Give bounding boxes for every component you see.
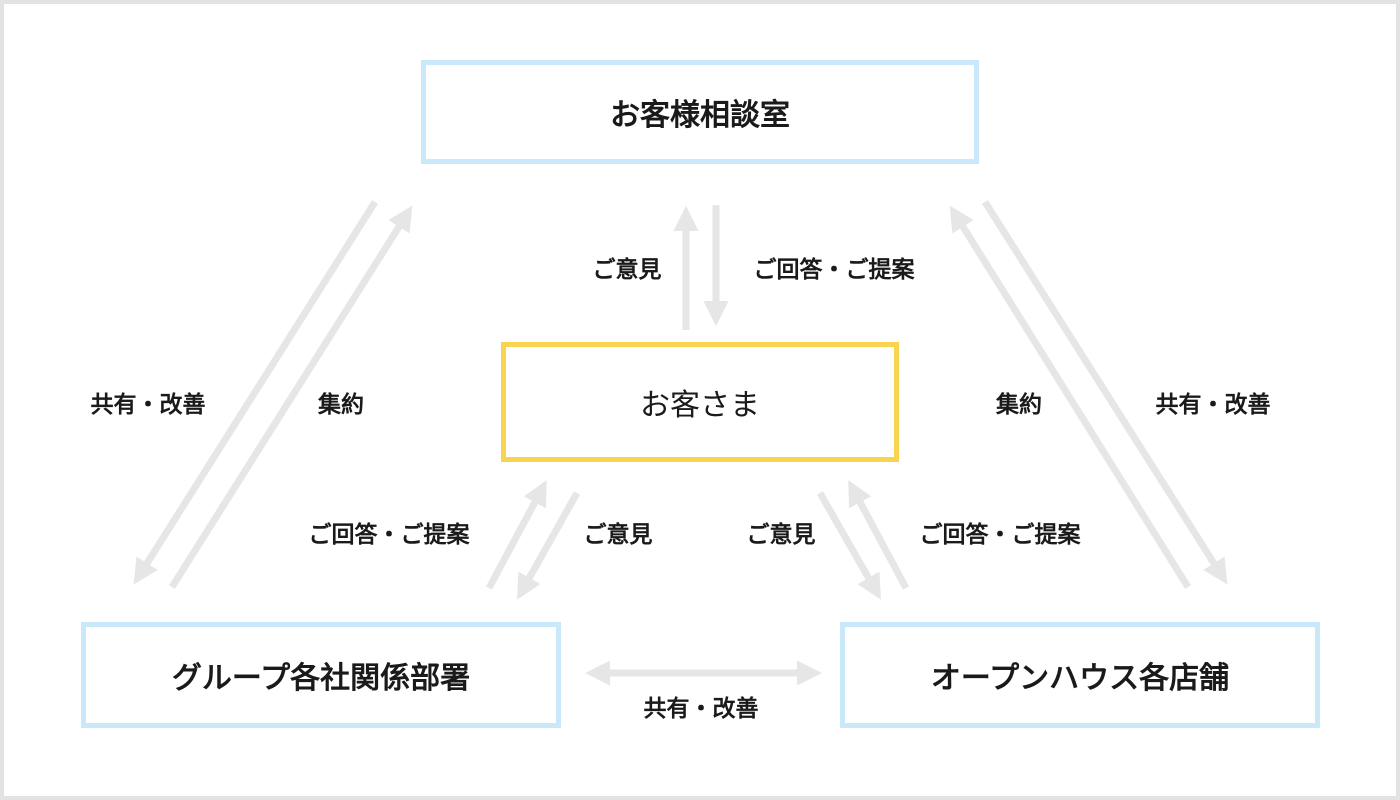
arrow-consultation-to-stores xyxy=(982,200,1228,585)
label-bottom-share: 共有・改善 xyxy=(643,696,759,722)
arrow-customer-to-group xyxy=(517,491,581,600)
arrow-stores-to-customer xyxy=(848,480,910,590)
node-customer-label: お客さま xyxy=(640,388,760,423)
label-bottom-right-opinion: ご意見 xyxy=(746,522,816,548)
node-customer: お客さま xyxy=(501,342,899,462)
arrow-customer-to-stores xyxy=(816,491,882,600)
node-consultation-room: お客様相談室 xyxy=(421,60,979,164)
label-bottom-right-answer: ご回答・ご提案 xyxy=(919,522,1081,548)
arrow-group-to-customer xyxy=(485,480,547,590)
label-bottom-left-answer: ご回答・ご提案 xyxy=(308,522,470,548)
label-top-answer: ご回答・ご提案 xyxy=(753,257,915,283)
arrow-consultation-to-group xyxy=(133,200,378,585)
label-top-opinion: ご意見 xyxy=(592,257,662,283)
arrow-stores-to-consultation xyxy=(949,205,1191,589)
node-group-departments: グループ各社関係部署 xyxy=(81,622,561,728)
label-left-collect: 集約 xyxy=(318,392,364,418)
label-right-collect: 集約 xyxy=(996,392,1042,418)
arrow-group-to-consultation xyxy=(169,205,413,589)
label-left-share: 共有・改善 xyxy=(90,392,206,418)
label-bottom-left-opinion: ご意見 xyxy=(583,522,653,548)
node-group-departments-label: グループ各社関係部署 xyxy=(171,661,471,696)
node-open-house-stores-label: オープンハウス各店舗 xyxy=(930,661,1230,696)
node-open-house-stores: オープンハウス各店舗 xyxy=(840,622,1320,728)
label-right-share: 共有・改善 xyxy=(1155,392,1271,418)
node-consultation-room-label: お客様相談室 xyxy=(610,98,790,133)
